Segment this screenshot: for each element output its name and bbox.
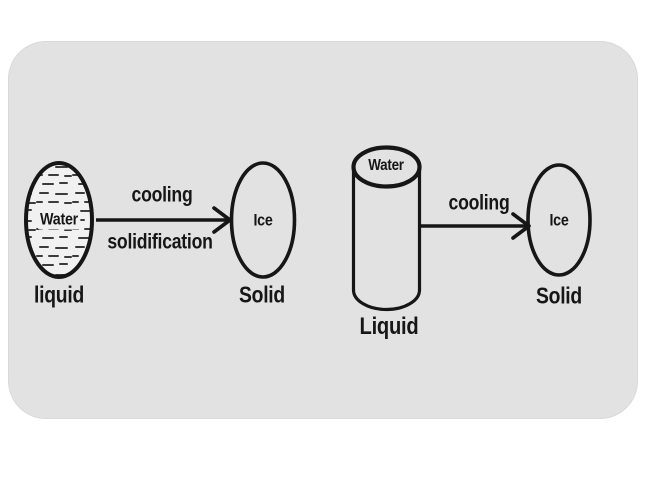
water-cylinder-top bbox=[351, 145, 422, 189]
ice-circle-left bbox=[229, 161, 297, 279]
water-label-right: Water bbox=[368, 157, 404, 174]
diagram-card bbox=[8, 41, 638, 419]
ice-label-left: Ice bbox=[253, 210, 273, 230]
ice-label-right: Ice bbox=[549, 210, 569, 230]
solid-state-label-left: Solid bbox=[239, 281, 285, 308]
liquid-state-label-left: liquid bbox=[33, 281, 85, 308]
cooling-label-right: cooling bbox=[448, 191, 510, 215]
water-label-left: Water bbox=[37, 208, 81, 230]
ice-circle-right bbox=[526, 163, 592, 277]
liquid-state-label-right: Liquid bbox=[359, 313, 419, 340]
solidification-label: solidification bbox=[107, 230, 213, 254]
solid-state-label-right: Solid bbox=[536, 282, 582, 309]
water-cylinder-body bbox=[351, 167, 422, 312]
cooling-label-left: cooling bbox=[131, 183, 193, 207]
right-process-shapes bbox=[351, 145, 592, 312]
